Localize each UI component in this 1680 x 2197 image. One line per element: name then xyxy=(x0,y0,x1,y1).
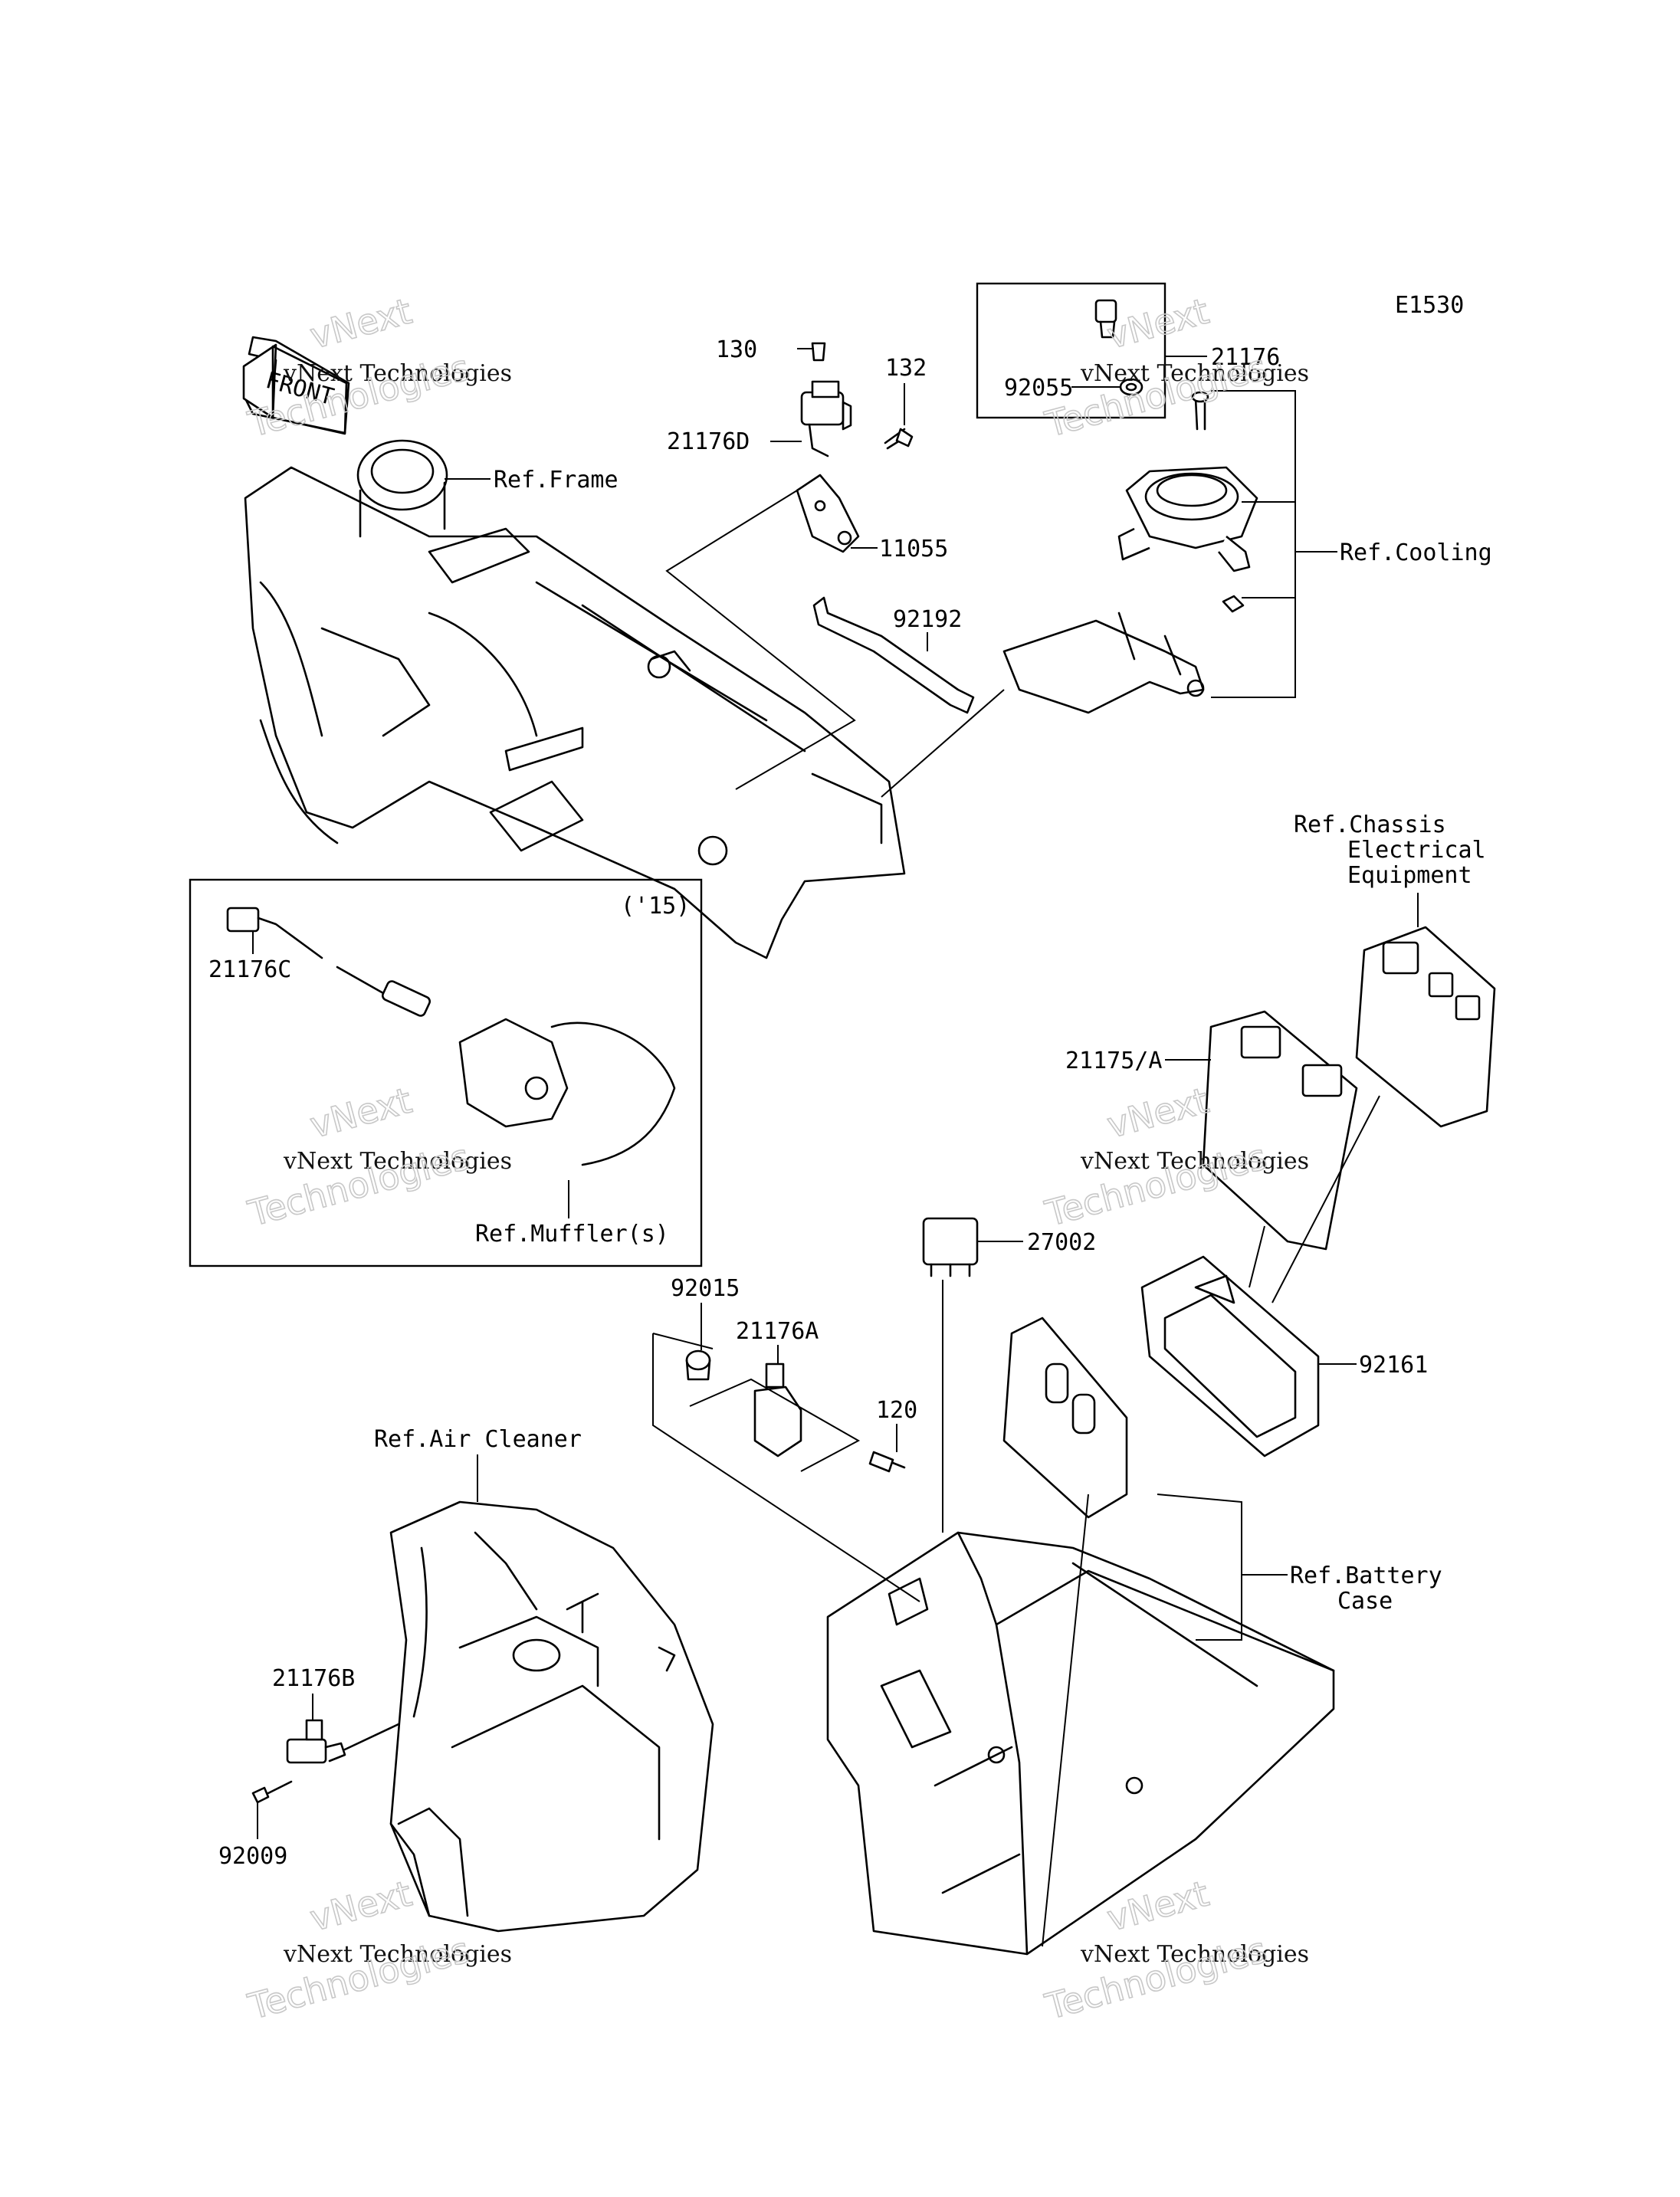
ref-muffler-label: Ref.Muffler(s) xyxy=(475,1221,669,1248)
diagram-code: E1530 xyxy=(1395,292,1464,319)
ref-chassis-label-line3: Equipment xyxy=(1347,862,1472,889)
part-130-label: 130 xyxy=(716,336,757,363)
part-120-label: 120 xyxy=(876,1397,917,1424)
svg-text:vNext Technologies: vNext Technologies xyxy=(283,1148,512,1175)
part-92192-label: 92192 xyxy=(893,606,962,633)
inset-year-label: ('15) xyxy=(621,893,690,920)
leader-ecu-b xyxy=(1271,1095,1380,1303)
leader-battery-bracket xyxy=(1157,1494,1242,1641)
temp-sensor-21176 xyxy=(1094,299,1144,396)
part-21176B-label: 21176B xyxy=(272,1665,355,1692)
svg-text:vNext: vNext xyxy=(306,1080,416,1146)
ecu-module-drawing xyxy=(1355,926,1496,1128)
sensor-21176D-group xyxy=(796,342,975,714)
watermark-1: vNext vNext Technologies Technologies xyxy=(243,290,512,446)
thermostat-housing-drawing xyxy=(1002,391,1258,714)
svg-text:vNext Technologies: vNext Technologies xyxy=(283,1941,512,1968)
leader-sensor-mount xyxy=(665,490,856,790)
part-92161-label: 92161 xyxy=(1359,1352,1428,1379)
part-11055-label: 11055 xyxy=(879,536,948,562)
ref-battery-label-line2: Case xyxy=(1337,1588,1393,1615)
part-92015-label: 92015 xyxy=(671,1275,740,1302)
ref-chassis-label-line2: Electrical xyxy=(1347,837,1486,864)
inset-box-muffler xyxy=(189,878,703,1267)
ref-air-cleaner-label: Ref.Air Cleaner xyxy=(374,1426,582,1453)
part-21176C-label: 21176C xyxy=(208,956,291,983)
leader-21176A-top xyxy=(652,1333,714,1349)
part-21176D-label: 21176D xyxy=(667,428,750,455)
svg-text:vNext: vNext xyxy=(1103,1080,1213,1146)
battery-case-drawing xyxy=(826,1531,1335,1956)
part-21176A-label: 21176A xyxy=(736,1318,819,1345)
part-132-label: 132 xyxy=(885,355,927,382)
ecu-21175A-drawing xyxy=(1202,1010,1358,1251)
sensor-21176B-drawing xyxy=(251,1719,400,1804)
ref-chassis-label-line1: Ref.Chassis xyxy=(1294,812,1446,838)
svg-text:vNext: vNext xyxy=(306,290,416,357)
leader-bracket-mount xyxy=(1042,1494,1089,1947)
svg-text:vNext Technologies: vNext Technologies xyxy=(1080,1148,1309,1175)
frame-drawing xyxy=(244,439,906,959)
leader-ecu-a xyxy=(1249,1225,1265,1288)
part-92009-label: 92009 xyxy=(218,1843,287,1870)
part-92055-label: 92055 xyxy=(1004,375,1073,402)
svg-text:vNext Technologies: vNext Technologies xyxy=(1080,360,1309,387)
sensor-21176A-drawing xyxy=(685,1349,906,1473)
part-21176-label: 21176 xyxy=(1211,344,1280,371)
inset-box-21176 xyxy=(976,282,1166,419)
o2-sensor-21176C xyxy=(226,907,676,1166)
part-27002-label: 27002 xyxy=(1027,1229,1096,1256)
front-arrow-icon: FRONT xyxy=(242,336,350,435)
ref-cooling-label: Ref.Cooling xyxy=(1340,539,1492,566)
relay-27002-drawing xyxy=(922,1217,979,1277)
leader-cooling-mount xyxy=(881,689,1005,798)
svg-text:vNext Technologies: vNext Technologies xyxy=(1080,1941,1309,1968)
svg-text:vNext: vNext xyxy=(306,1873,416,1940)
watermark-2: vNext vNext Technologies Technologies xyxy=(1040,290,1309,446)
leader-21176A-bracket xyxy=(652,1333,920,1602)
leader-21176A-box xyxy=(689,1378,861,1472)
leader-cooling-bracket xyxy=(1211,390,1296,698)
ref-frame-label: Ref.Frame xyxy=(494,467,619,494)
svg-text:vNext: vNext xyxy=(1103,290,1213,357)
svg-text:vNext Technologies: vNext Technologies xyxy=(283,360,512,387)
ecu-bracket-92161-drawing xyxy=(1002,1255,1320,1519)
part-21175A-label: 21175/A xyxy=(1065,1048,1162,1074)
ref-battery-label-line1: Ref.Battery xyxy=(1290,1562,1442,1589)
air-cleaner-drawing xyxy=(389,1500,714,1933)
